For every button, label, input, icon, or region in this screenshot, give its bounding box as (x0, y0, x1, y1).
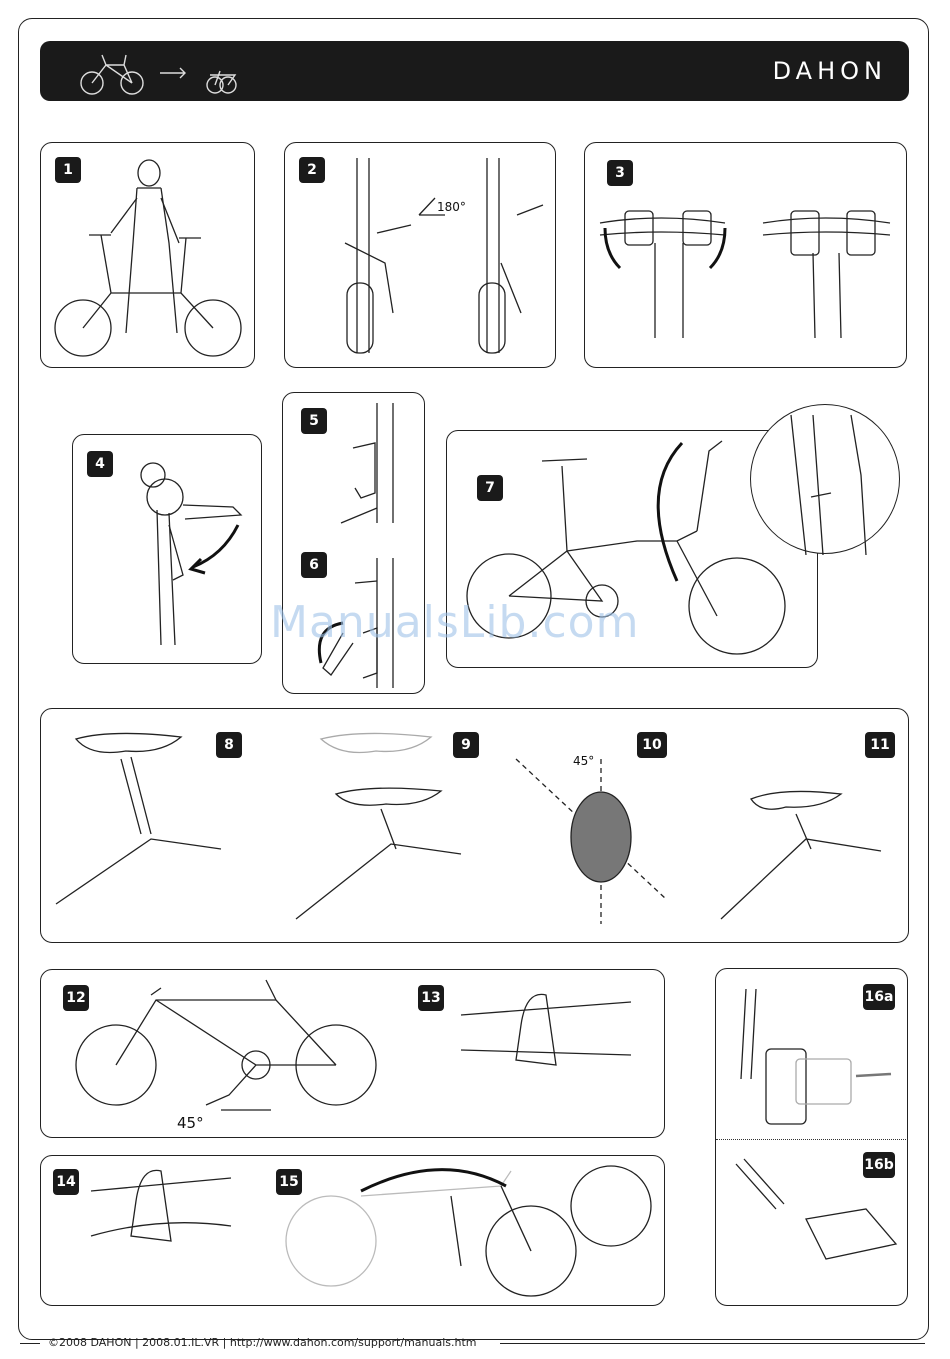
pedal-and-frame-fold-illustration (41, 1156, 666, 1307)
footer-rule-right (500, 1343, 925, 1344)
watermark-text: ManualsLib.com (270, 597, 639, 648)
step-panel-5-6: 5 6 (282, 392, 425, 694)
step-panel-2: 2 180° (284, 142, 556, 368)
person-with-bike-illustration (41, 143, 256, 369)
pedal-fold-illustration (41, 970, 666, 1139)
step-panel-1: 1 (40, 142, 255, 368)
footer-rule-left (20, 1343, 40, 1344)
step-panel-12-13: 12 13 45° (40, 969, 665, 1138)
header-bar: DAHON (40, 41, 909, 101)
zoom-circle-7 (750, 404, 900, 554)
stem-latch-illustration (73, 435, 263, 665)
latch-zoom-illustration (751, 405, 901, 555)
pedal-removal-illustration (716, 969, 909, 1307)
footer-text: ©2008 DAHON | 2008.01.IL.VR | http://www… (48, 1336, 477, 1349)
bike-fold-illustration (40, 41, 240, 101)
step-panel-4: 4 (72, 434, 262, 664)
handlebar-rotate-illustration (285, 143, 557, 369)
seat-adjust-illustrations (41, 709, 910, 944)
step-panel-14-15: 14 15 (40, 1155, 665, 1306)
step-panel-16: 16a 16b (715, 968, 908, 1306)
handlebar-clamp-illustration (585, 143, 908, 369)
brand-logo: DAHON (773, 57, 887, 85)
divider-dotted (716, 1139, 906, 1140)
step-panel-8-11: 8 9 10 11 45° (40, 708, 909, 943)
step-panel-3: 3 (584, 142, 907, 368)
seat-latch-illustration (283, 393, 426, 695)
